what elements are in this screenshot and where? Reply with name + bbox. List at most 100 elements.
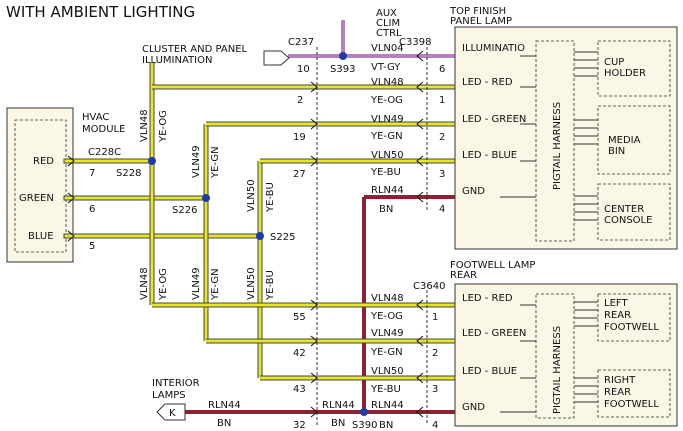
foot-row-2-color: YE-BU bbox=[370, 384, 401, 395]
splice-s226: S226 bbox=[172, 205, 197, 216]
hvac-pin-6: 6 bbox=[89, 204, 95, 215]
foot-row-1-pin: 2 bbox=[432, 348, 438, 359]
top-row-1-circuit: VLN48 bbox=[371, 77, 404, 88]
foot-lamp-label-1: LED - GREEN bbox=[462, 328, 526, 339]
top-row-0-color: VT-GY bbox=[371, 62, 401, 73]
vln48-lower-circuit: VLN48 bbox=[139, 267, 150, 300]
interior-color: BN bbox=[217, 418, 231, 429]
connector-c3640: C3640 bbox=[413, 281, 445, 292]
foot-row-0-color: YE-OG bbox=[370, 311, 403, 322]
top-row-3-pin: 3 bbox=[439, 169, 445, 180]
hvac-pin-5: 5 bbox=[89, 241, 95, 252]
top-lamp-sub-2-l1: CENTER bbox=[604, 204, 644, 215]
foot-row-2-circuit: VLN50 bbox=[371, 366, 404, 377]
vln50-upper-circuit: VLN50 bbox=[246, 179, 257, 212]
top-row-0-circuit: VLN04 bbox=[371, 43, 404, 54]
interior-label-2: LAMPS bbox=[152, 390, 186, 401]
top-lamp-label-4: GND bbox=[462, 186, 485, 197]
hvac-wires bbox=[63, 158, 263, 239]
splice-s225: S225 bbox=[270, 232, 295, 243]
interior-arrow-letter: K bbox=[169, 408, 176, 419]
top-row-4-pin: 4 bbox=[439, 204, 445, 215]
connector-c237: C237 bbox=[288, 37, 314, 48]
foot-row-0-pin: 1 bbox=[432, 312, 438, 323]
splice-s393-dot bbox=[339, 52, 347, 60]
top-lamp-title-1: TOP FINISH bbox=[449, 6, 506, 17]
interior-arrow-shape bbox=[156, 403, 186, 421]
connector-dashed-lines bbox=[316, 47, 428, 425]
hvac-pin-red-label: RED bbox=[33, 156, 54, 167]
vertical-wire-labels: VLN48 YE-OG VLN49 YE-GN VLN50 YE-BU VLN4… bbox=[139, 109, 276, 301]
foot-lamp-harness: PIGTAIL HARNESS bbox=[552, 326, 563, 414]
splice-s393: S393 bbox=[330, 64, 355, 75]
cluster-arrow bbox=[263, 50, 290, 66]
foot-row-1-color: YE-GN bbox=[370, 347, 403, 358]
splice-s390: S390 bbox=[352, 420, 377, 431]
foot-lamp-sub-1-l1: RIGHT bbox=[604, 375, 636, 386]
foot-lamp-sub-0-l1: LEFT bbox=[604, 298, 628, 309]
splice-s228-dot bbox=[148, 157, 156, 165]
top-row-0-left-pin: 10 bbox=[297, 64, 310, 75]
foot-row-3-circuit: RLN44 bbox=[371, 400, 404, 411]
foot-lamp-row-text: 55 VLN48 YE-OG 1 42 VLN49 YE-GN 2 43 VLN… bbox=[293, 293, 438, 431]
aux-label-1: AUX bbox=[376, 8, 397, 19]
foot-row-2-left-pin: 43 bbox=[293, 384, 306, 395]
vln49-lower-color: YE-GN bbox=[210, 268, 221, 301]
top-row-2-color: YE-GN bbox=[370, 131, 403, 142]
cluster-label-1: CLUSTER AND PANEL bbox=[142, 44, 248, 55]
aux-label-3: CTRL bbox=[376, 28, 402, 39]
connector-c3398: C3398 bbox=[399, 37, 431, 48]
foot-row-3-pin: 4 bbox=[432, 420, 438, 431]
top-lamp-sub-2-l2: CONSOLE bbox=[604, 215, 652, 226]
top-row-3-left-pin: 27 bbox=[293, 169, 306, 180]
foot-row-0-left-pin: 55 bbox=[293, 312, 306, 323]
top-finish-panel-lamp bbox=[454, 26, 678, 250]
cluster-label-2: ILLUMINATION bbox=[142, 55, 212, 66]
top-lamp-label-2: LED - GREEN bbox=[462, 114, 526, 125]
footwell-lamp-rear bbox=[454, 283, 678, 427]
top-lamp-label-0: ILLUMINATIO bbox=[462, 43, 525, 54]
foot-lamp-sub-0-l2: REAR bbox=[604, 310, 631, 321]
splice-dots bbox=[148, 52, 368, 416]
top-row-4-circuit: RLN44 bbox=[371, 185, 404, 196]
splice-s225-dot bbox=[256, 232, 264, 240]
footwell-wires bbox=[152, 302, 455, 414]
wire-end-arrows bbox=[310, 50, 424, 418]
top-lamp-label-1: LED - RED bbox=[462, 77, 513, 88]
top-row-4-color: BN bbox=[379, 204, 393, 215]
foot-lamp-label-2: LED - BLUE bbox=[462, 366, 517, 377]
vln49-lower-circuit: VLN49 bbox=[191, 267, 202, 300]
foot-row-2-pin: 3 bbox=[432, 384, 438, 395]
hvac-label-1: HVAC bbox=[82, 112, 109, 123]
foot-lamp-sub-1-l3: FOOTWELL bbox=[604, 399, 659, 410]
top-lamp-sub-0-l2: HOLDER bbox=[604, 68, 646, 79]
vertical-buses bbox=[149, 62, 263, 378]
top-lamp-label-3: LED - BLUE bbox=[462, 150, 517, 161]
top-row-0-pin: 6 bbox=[439, 64, 445, 75]
foot-row-3-color: BN bbox=[379, 420, 393, 431]
foot-row-3-left-pin: 32 bbox=[293, 420, 306, 431]
vln50-lower-circuit: VLN50 bbox=[246, 267, 257, 300]
hvac-pin-green-label: GREEN bbox=[19, 193, 54, 204]
splice-s228: S228 bbox=[116, 168, 141, 179]
interior-circuit-2: RLN44 bbox=[322, 400, 355, 411]
top-row-2-pin: 2 bbox=[439, 132, 445, 143]
connector-c228c: C228C bbox=[88, 147, 121, 158]
vln48-lower-color: YE-OG bbox=[158, 268, 169, 301]
hvac-arrow-marks bbox=[67, 155, 75, 242]
foot-row-1-left-pin: 42 bbox=[293, 348, 306, 359]
hvac-module: HVAC MODULE RED GREEN BLUE bbox=[6, 107, 125, 263]
top-row-1-pin: 1 bbox=[439, 95, 445, 106]
top-row-3-color: YE-BU bbox=[370, 167, 401, 178]
top-lamp-sub-0-l1: CUP bbox=[604, 57, 624, 68]
hvac-label-2: MODULE bbox=[82, 124, 125, 135]
foot-lamp-label-3: GND bbox=[462, 402, 485, 413]
top-lamp-title-2: PANEL LAMP bbox=[450, 16, 512, 27]
top-row-1-color: YE-OG bbox=[370, 95, 403, 106]
splice-s390-dot bbox=[360, 408, 368, 416]
top-row-2-left-pin: 19 bbox=[293, 132, 306, 143]
interior-circuit: RLN44 bbox=[208, 400, 241, 411]
vln48-upper-circuit: VLN48 bbox=[139, 109, 150, 142]
vln48-upper-color: YE-OG bbox=[158, 110, 169, 143]
